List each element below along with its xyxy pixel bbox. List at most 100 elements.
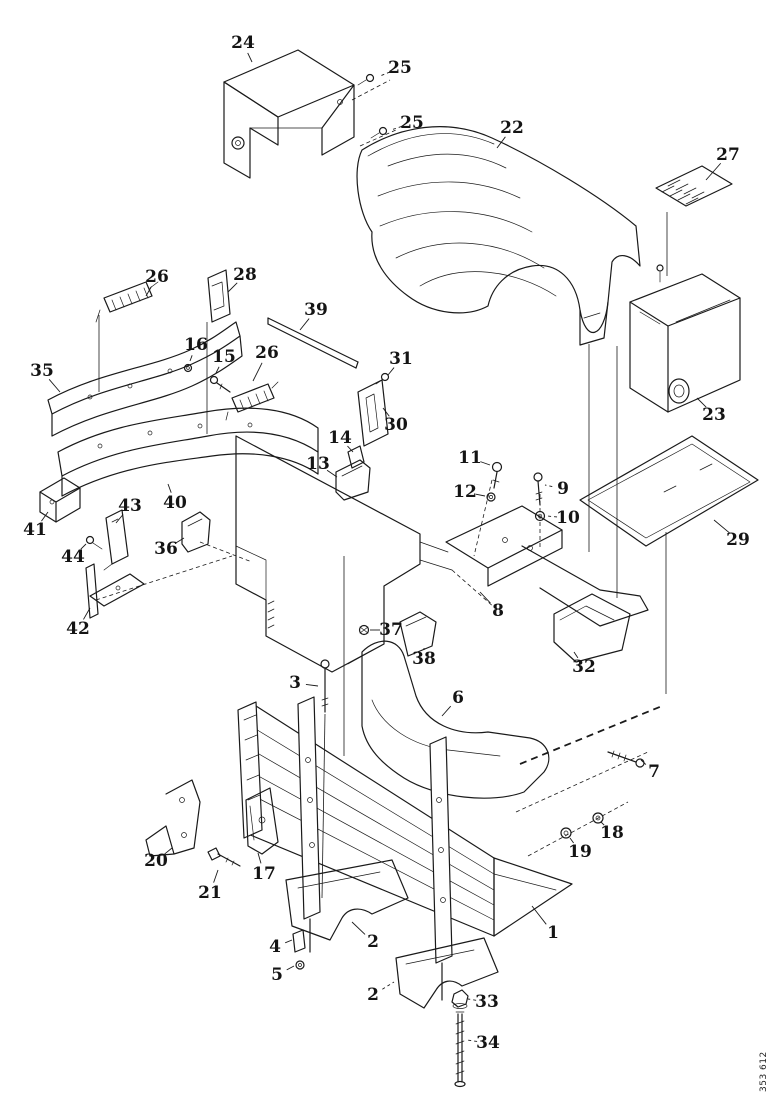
part-label-21: 21: [198, 883, 222, 903]
part-25-bolts: [357, 73, 388, 139]
assembly-line: [519, 705, 663, 765]
label-leader-line: [175, 537, 185, 544]
label-leader-line: [164, 847, 173, 855]
label-leader-line: [213, 869, 219, 883]
part-44-bolt: [85, 535, 103, 550]
part-label-44: 44: [61, 547, 85, 567]
part-5-nut: [295, 960, 305, 970]
part-14-clip: [347, 445, 365, 469]
part-label-38: 38: [412, 649, 436, 669]
label-leader-line: [713, 519, 730, 534]
part-27-pad-plate: [655, 165, 733, 207]
part-26-spring-lower: [225, 381, 279, 421]
label-leader-line: [496, 136, 506, 149]
part-label-43: 43: [118, 496, 142, 516]
label-leader-line: [475, 493, 486, 497]
part-label-42: 42: [66, 619, 90, 639]
part-33-nut: [451, 989, 469, 1009]
part-30-u-bracket: [357, 379, 389, 447]
part-24-support-box: [223, 49, 355, 179]
label-leader-line: [705, 162, 722, 181]
part-32-bracket: [553, 593, 631, 663]
part-29-floor-panel: [579, 435, 759, 547]
part-label-40: 40: [163, 493, 187, 513]
part-label-39: 39: [304, 300, 328, 320]
label-leader-line: [546, 515, 558, 518]
label-leader-line: [167, 483, 172, 493]
assembly-line: [451, 569, 505, 617]
part-20-bracket: [145, 779, 201, 857]
part-26-spring-upper: [95, 281, 159, 323]
label-leader-line: [479, 591, 491, 604]
part-31-bolt: [375, 372, 390, 385]
label-leader-line: [480, 461, 491, 466]
part-39-rod: [267, 317, 359, 369]
part-label-29: 29: [726, 530, 750, 550]
label-leader-line: [382, 981, 395, 990]
part-13-bracket: [335, 459, 371, 501]
part-42-angle-bracket: [85, 563, 145, 619]
label-leader-line: [215, 366, 220, 374]
part-label-26: 26: [145, 267, 169, 287]
part-label-2: 2: [367, 985, 379, 1005]
part-label-25: 25: [400, 113, 424, 133]
part-label-4: 4: [269, 937, 281, 957]
label-leader-line: [544, 484, 553, 488]
part-8-mount-bracket: [445, 505, 649, 627]
center-crossmember: [235, 435, 453, 673]
label-leader-line: [573, 651, 579, 659]
label-leader-line: [285, 939, 293, 944]
part-label-36: 36: [154, 539, 178, 559]
label-leader-line: [41, 511, 49, 522]
part-label-18: 18: [600, 823, 624, 843]
assembly-line: [95, 555, 233, 601]
part-2-skid-plate-lower: [395, 937, 499, 1009]
assembly-line: [473, 479, 493, 557]
part-label-34: 34: [476, 1033, 500, 1053]
construction-lines-layer: [95, 79, 668, 899]
label-leader-line: [83, 607, 91, 620]
part-6-support-panel: [361, 640, 550, 799]
label-leader-line: [441, 705, 452, 717]
label-leader-line: [286, 965, 295, 971]
part-label-20: 20: [144, 851, 168, 871]
label-leader-line: [80, 543, 87, 550]
part-label-10: 10: [556, 508, 580, 528]
label-leader-line: [305, 683, 319, 687]
part-label-25: 25: [388, 58, 412, 78]
part-7-bolt: [607, 750, 645, 768]
label-leader-line: [640, 759, 647, 765]
part-28-bracket: [207, 269, 231, 323]
label-leader-line: [48, 379, 61, 393]
part-label-37: 37: [379, 620, 403, 640]
part-label-16: 16: [184, 335, 208, 355]
label-leader-line: [379, 71, 390, 77]
part-34-stud-bolt: [454, 1011, 466, 1088]
part-23-cover-box: [629, 264, 741, 413]
part-41-bracket: [39, 477, 81, 523]
label-leader-line: [115, 514, 124, 524]
figure-code: 353 612: [759, 1051, 769, 1092]
part-37-screw: [358, 624, 370, 636]
label-leader-line: [189, 355, 193, 362]
label-leader-line: [145, 286, 152, 297]
label-leader-line: [382, 407, 390, 417]
part-17-bracket: [245, 787, 279, 855]
part-label-23: 23: [702, 405, 726, 425]
part-19-washer: [560, 827, 572, 839]
part-15-bolt: [209, 375, 231, 393]
part-label-33: 33: [475, 992, 499, 1012]
part-label-13: 13: [306, 454, 330, 474]
label-leader-line: [351, 921, 366, 935]
part-label-19: 19: [568, 842, 592, 862]
label-leader-line: [531, 905, 547, 925]
part-3-bolt: [320, 659, 330, 713]
part-label-14: 14: [328, 428, 352, 448]
label-leader-line: [347, 445, 354, 453]
part-label-32: 32: [572, 657, 596, 677]
part-label-9: 9: [557, 479, 569, 499]
part-label-41: 41: [23, 520, 47, 540]
part-label-28: 28: [233, 265, 257, 285]
